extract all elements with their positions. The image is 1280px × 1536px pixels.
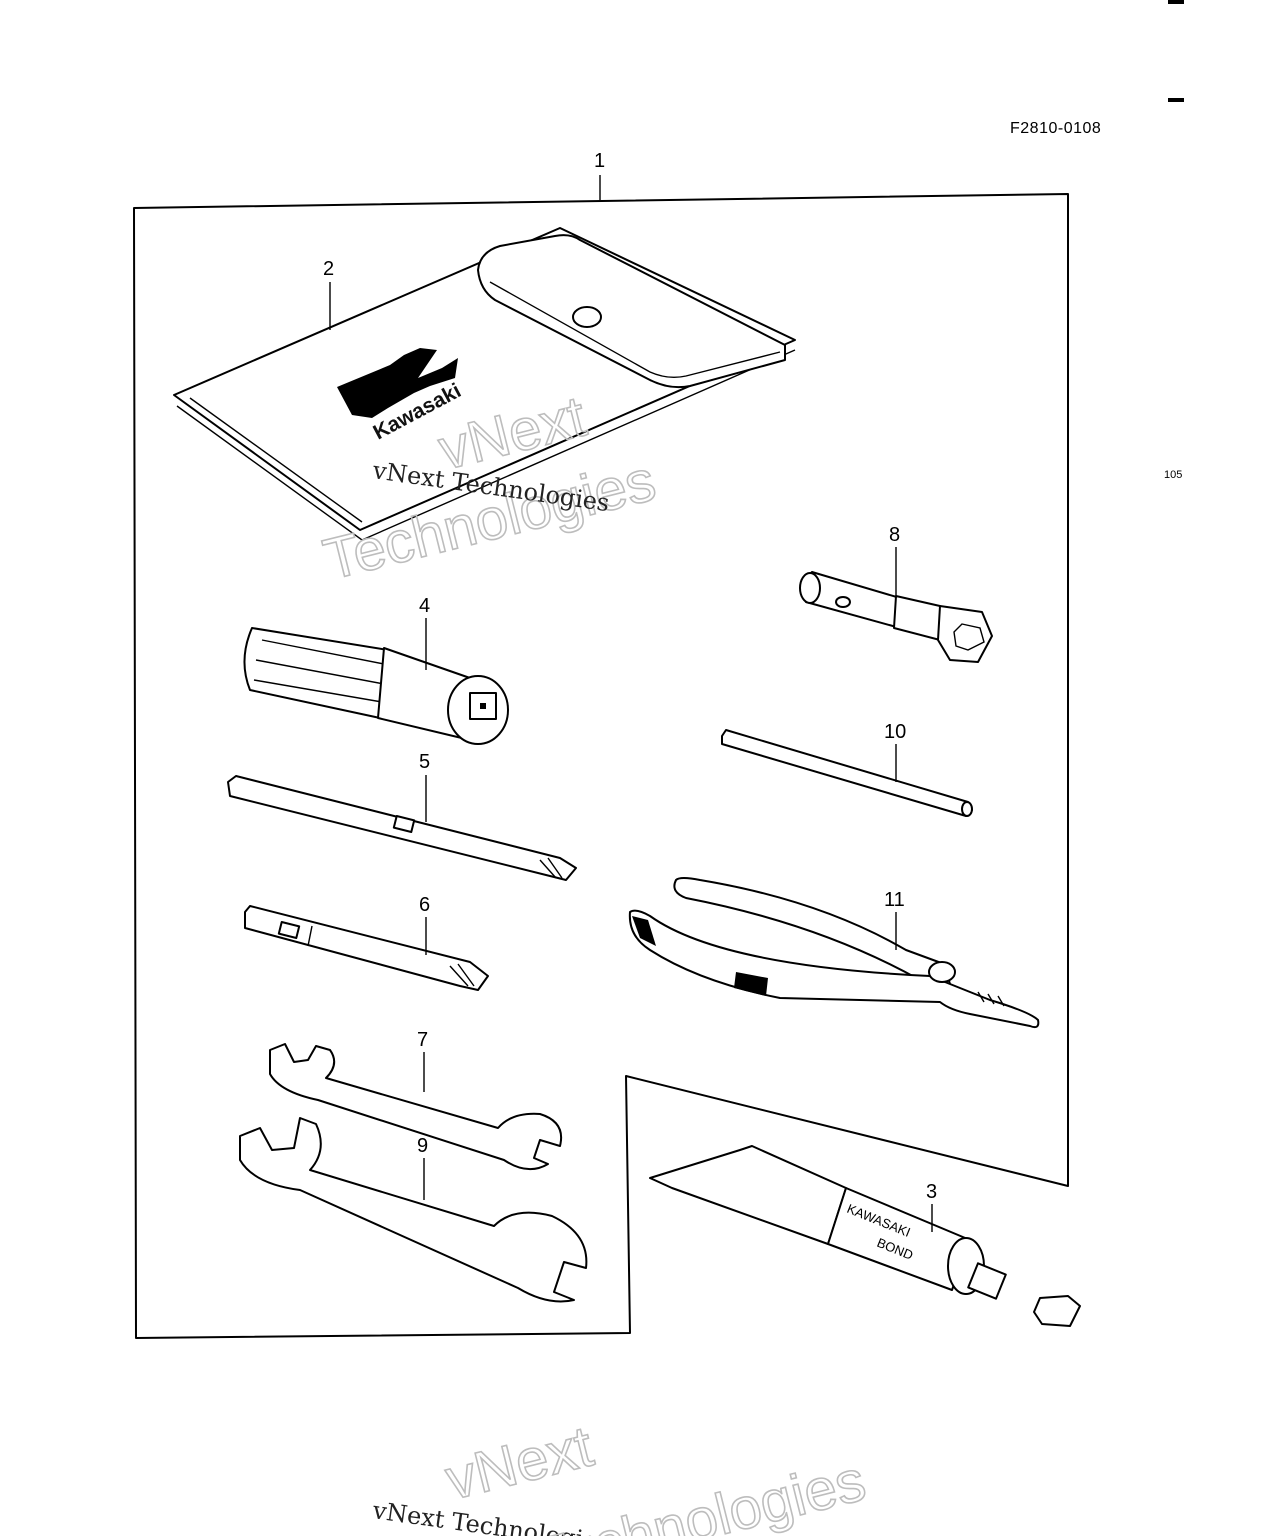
callout-8: 8	[889, 524, 900, 546]
callout-3: 3	[926, 1181, 937, 1203]
pouch-snap	[572, 306, 602, 328]
callout-4: 4	[419, 595, 430, 617]
callout-1: 1	[594, 150, 605, 172]
page-number: 105	[1164, 469, 1182, 481]
double-ended-screwdriver	[227, 775, 577, 881]
phillips-screwdriver-bit	[244, 905, 489, 991]
tommy-bar	[721, 729, 973, 817]
callout-6: 6	[419, 894, 430, 916]
callout-2: 2	[323, 258, 334, 280]
callout-7: 7	[417, 1029, 428, 1051]
kit-boundary	[133, 193, 1069, 1339]
kawasaki-bond-tube: KAWASAKI BOND	[649, 1145, 1081, 1327]
kawasaki-logo-icon	[337, 348, 458, 418]
callout-9: 9	[417, 1135, 428, 1157]
pliers	[628, 877, 1040, 1029]
callout-10: 10	[884, 721, 906, 743]
tool-pouch: Kawasaki	[173, 227, 796, 541]
callout-11: 11	[884, 889, 905, 911]
edge-mark-top	[1168, 0, 1184, 4]
edge-mark-upper	[1168, 98, 1184, 102]
watermark-brand-top-bottom: vNext	[439, 1414, 599, 1513]
drawing-code: F2810-0108	[1010, 120, 1101, 137]
open-end-wrench-small	[269, 1043, 562, 1171]
screwdriver-handle	[243, 627, 509, 745]
callout-5: 5	[419, 751, 430, 773]
open-end-wrench-large	[239, 1117, 588, 1303]
spark-plug-wrench	[799, 571, 993, 663]
